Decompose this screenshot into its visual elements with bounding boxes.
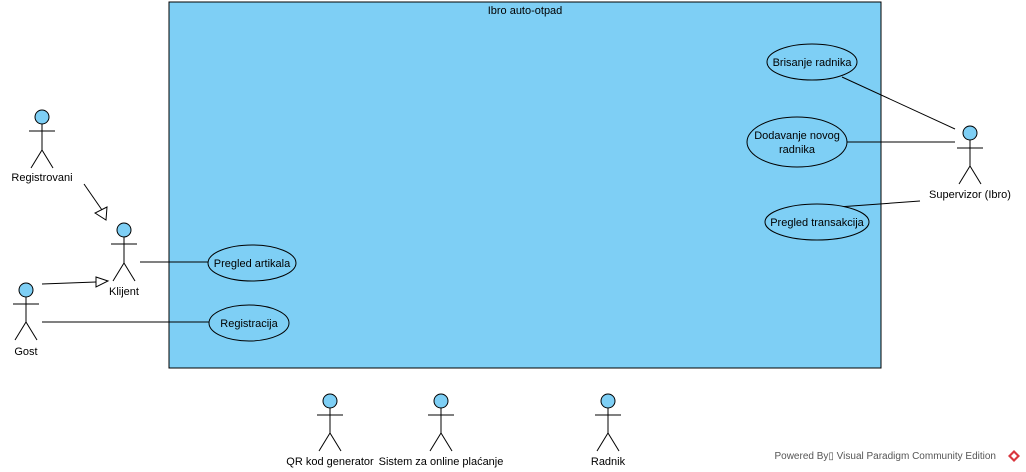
- actor-gost-label: Gost: [14, 346, 37, 358]
- actor-online-placanje-label: Sistem za online plaćanje: [379, 456, 504, 468]
- usecase-registracija[interactable]: Registracija: [208, 304, 290, 342]
- generalization-gost: [41, 281, 97, 285]
- generalization-registrovani: [83, 183, 103, 211]
- visual-paradigm-logo-icon: [1008, 450, 1020, 462]
- actor-registrovani[interactable]: [29, 109, 55, 169]
- usecase-dodavanje[interactable]: Dodavanje novog radnika: [746, 116, 848, 168]
- usecase-dodavanje-label-2: radnika: [779, 144, 816, 156]
- usecase-pregled-transakcija[interactable]: Pregled transakcija: [764, 203, 870, 241]
- actor-klijent[interactable]: [111, 222, 137, 282]
- usecase-pregled-artikala-label: Pregled artikala: [214, 258, 291, 270]
- actor-registrovani-label: Registrovani: [11, 172, 72, 184]
- actor-supervizor[interactable]: [957, 125, 983, 185]
- actor-online-placanje[interactable]: [428, 393, 454, 452]
- actor-radnik-label: Radnik: [591, 456, 626, 468]
- usecase-brisanje[interactable]: Brisanje radnika: [766, 43, 858, 81]
- usecase-pregled-artikala[interactable]: Pregled artikala: [207, 244, 297, 282]
- association-brisanje: [841, 76, 956, 130]
- actor-radnik[interactable]: [595, 393, 621, 452]
- actor-gost[interactable]: [13, 282, 39, 341]
- system-title: Ibro auto-otpad: [488, 5, 563, 17]
- actor-qr-generator-label: QR kod generator: [286, 456, 374, 468]
- usecase-pregled-transakcija-label: Pregled transakcija: [770, 217, 864, 229]
- system-boundary: [168, 1, 882, 369]
- relationships: [41, 76, 956, 323]
- generalization-arrow-gost: [95, 276, 110, 288]
- powered-by-footer: Powered By▯ Visual Paradigm Community Ed…: [774, 451, 996, 462]
- actor-qr-generator[interactable]: [317, 393, 343, 452]
- generalization-arrow-registrovani: [93, 206, 108, 221]
- actor-klijent-label: Klijent: [109, 286, 139, 298]
- actor-supervizor-label: Supervizor (Ibro): [929, 189, 1011, 201]
- association-pregled-transakcija: [837, 200, 921, 208]
- usecase-registracija-label: Registracija: [220, 318, 278, 330]
- usecase-brisanje-label: Brisanje radnika: [773, 57, 853, 69]
- usecase-dodavanje-label-1: Dodavanje novog: [754, 130, 840, 142]
